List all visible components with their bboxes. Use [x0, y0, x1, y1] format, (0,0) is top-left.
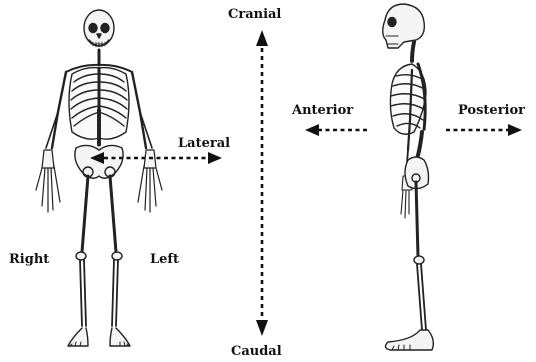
skeleton-side-view	[383, 4, 434, 350]
rib-cage-side	[390, 64, 426, 134]
legs-front	[68, 176, 130, 346]
hand-left	[138, 150, 162, 212]
posterior-arrowhead	[508, 124, 522, 136]
lateral-arrowhead-right	[208, 152, 222, 164]
skull-side	[383, 4, 425, 48]
posterior-label: Posterior	[458, 104, 525, 117]
anterior-arrowhead	[305, 124, 319, 136]
anterior-label: Anterior	[292, 104, 353, 117]
caudal-label: Caudal	[231, 345, 282, 358]
left-label: Left	[150, 253, 179, 266]
right-label: Right	[9, 253, 49, 266]
cranial-arrowhead	[256, 30, 268, 46]
skull-front	[84, 10, 114, 47]
skeleton-front-view	[36, 10, 162, 346]
caudal-arrowhead	[256, 320, 268, 336]
lateral-label: Lateral	[178, 137, 230, 150]
cranial-label: Cranial	[228, 8, 281, 21]
hand-right	[36, 150, 60, 212]
